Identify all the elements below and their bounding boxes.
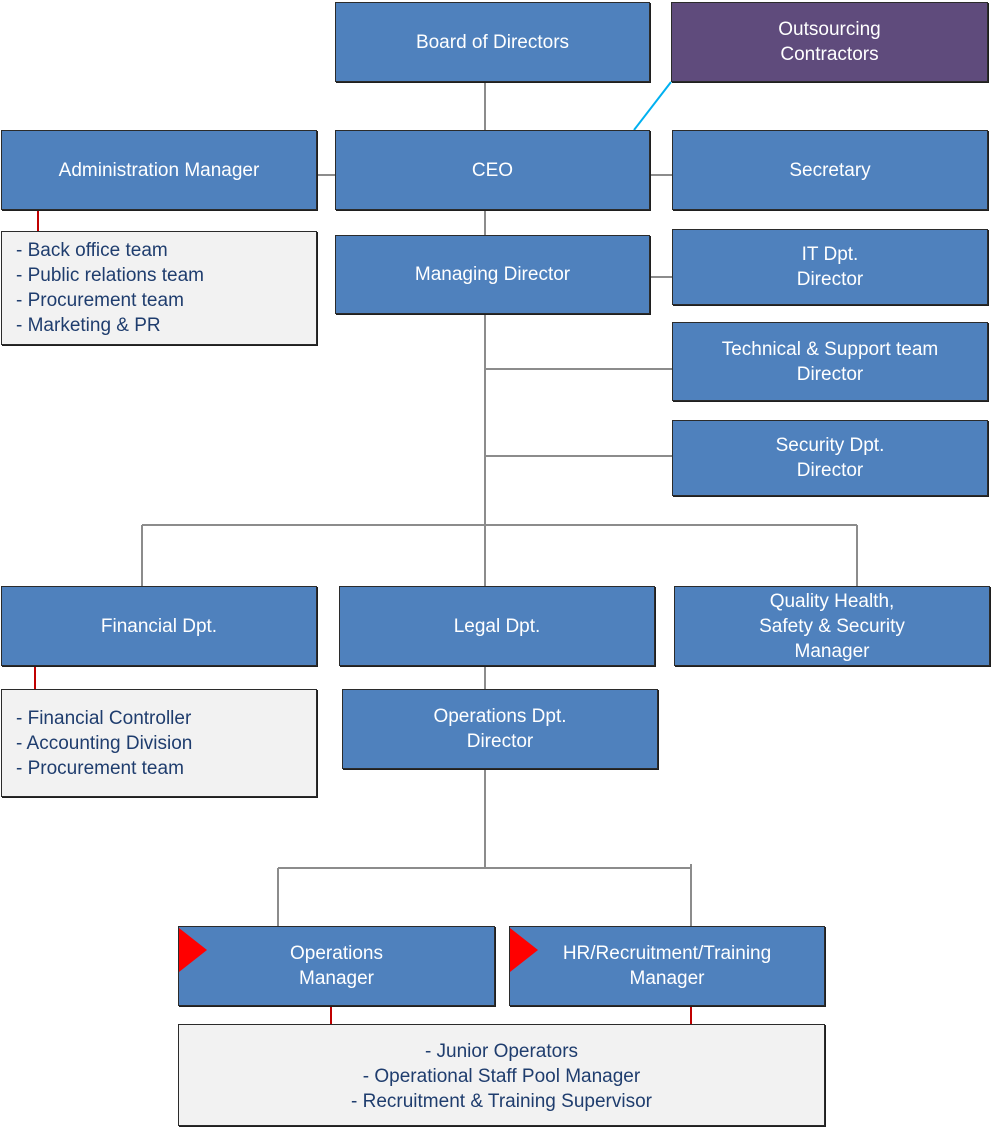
security-director-line2: Director [796,460,864,481]
financial-label: Financial Dpt. [100,615,218,637]
hr-manager-line2: Manager [629,968,705,989]
tech-support-director-box: Technical & Support team Director [672,322,988,401]
finance-units-list: - Financial Controller - Accounting Divi… [1,689,317,797]
it-director-box: IT Dpt. Director [672,229,988,305]
operations-director-box: Operations Dpt. Director [342,689,658,769]
list-item: - Recruitment & Training Supervisor [351,1091,652,1112]
outsourcing-label-line1: Outsourcing [778,19,881,40]
hr-manager-line1: HR/Recruitment/Training [562,943,772,964]
operations-manager-line2: Manager [299,968,374,989]
board-label: Board of Directors [415,31,570,53]
qhse-line3: Manager [794,640,870,662]
red-flag-marker [510,928,538,972]
red-flag-marker [179,928,207,972]
hr-manager-box: HR/Recruitment/Training Manager [509,926,825,1006]
ops-staff-list: - Junior Operators - Operational Staff P… [178,1024,825,1126]
list-item: - Back office team [16,240,168,261]
qhse-manager-box: Quality Health, Safety & Security Manage… [674,586,990,666]
managing-director-box: Managing Director [335,235,650,314]
administration-manager-box: Administration Manager [1,130,317,210]
legal-label: Legal Dpt. [453,615,541,637]
security-director-box: Security Dpt. Director [672,420,988,496]
operations-director-line2: Director [466,731,534,752]
operations-manager-box: Operations Manager [178,926,495,1006]
list-item: - Marketing & PR [16,315,161,336]
operations-director-line1: Operations Dpt. [433,706,567,727]
operations-manager-line1: Operations [290,943,383,964]
list-item: - Accounting Division [16,733,193,754]
secretary-label: Secretary [789,159,871,181]
financial-dpt-box: Financial Dpt. [1,586,317,666]
list-item: - Junior Operators [424,1041,579,1062]
outsourcing-contractors-box: Outsourcing Contractors [671,2,988,82]
list-item: - Procurement team [16,290,184,311]
tech-support-line1: Technical & Support team [721,338,939,360]
ceo-box: CEO [335,130,650,210]
board-of-directors-box: Board of Directors [335,2,650,82]
list-item: - Public relations team [16,265,204,286]
security-director-line1: Security Dpt. [775,435,885,456]
tech-support-line2: Director [796,363,864,385]
secretary-box: Secretary [672,130,988,210]
qhse-line1: Quality Health, [769,590,895,612]
qhse-line2: Safety & Security [759,615,905,637]
managing-director-label: Managing Director [414,264,571,285]
admin-manager-label: Administration Manager [58,159,260,181]
list-item: - Operational Staff Pool Manager [362,1066,641,1087]
list-item: - Procurement team [16,758,184,779]
legal-dpt-box: Legal Dpt. [339,586,655,666]
ceo-label: CEO [471,159,514,181]
list-item: - Financial Controller [16,708,192,729]
it-director-line2: Director [796,269,864,290]
admin-teams-list: - Back office team - Public relations te… [1,231,317,345]
line-outsourcing-ceo [633,81,672,131]
it-director-line1: IT Dpt. [801,244,859,265]
outsourcing-label-line2: Contractors [780,44,879,65]
